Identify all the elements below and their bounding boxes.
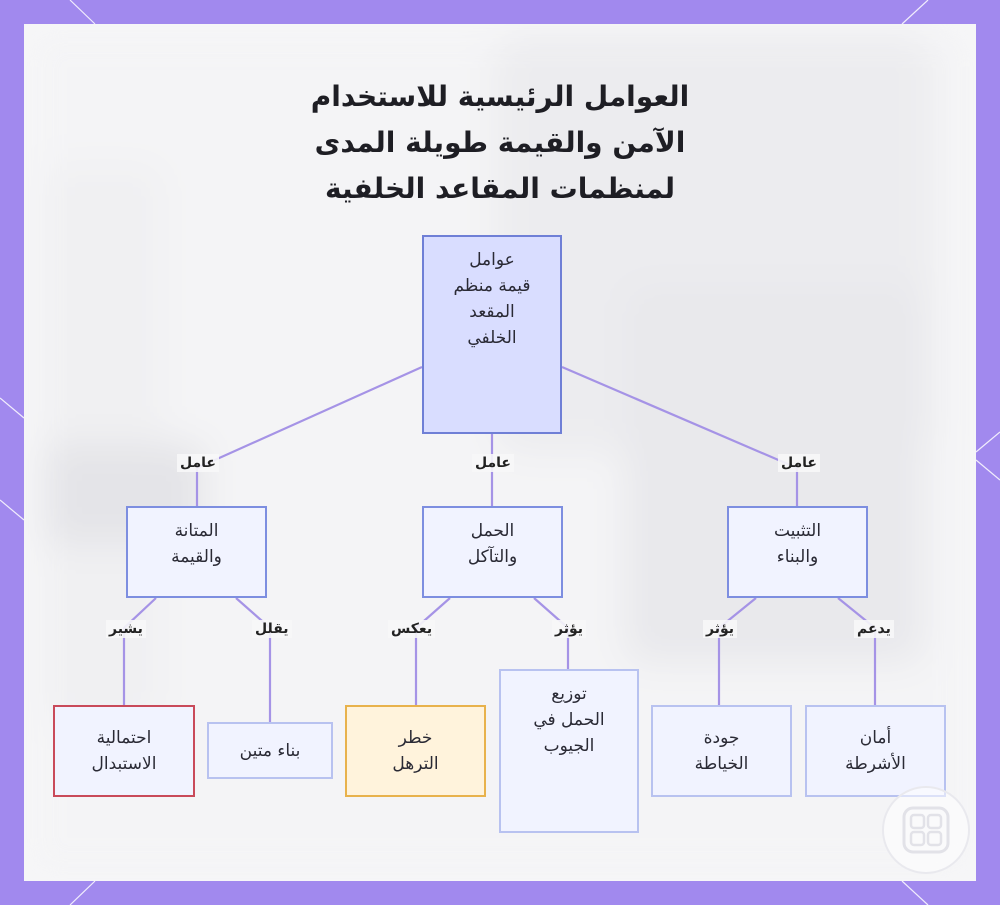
diagram-panel: العوامل الرئيسية للاستخدام الآمن والقيمة… xyxy=(24,24,976,881)
node-replacement-likelihood: احتمالية الاستبدال xyxy=(53,705,195,797)
edge-durability-replacement xyxy=(124,598,156,705)
node-installation-build: التثبيت والبناء xyxy=(727,506,868,598)
node-strap-safety: أمان الأشرطة xyxy=(805,705,946,797)
node-stitching-quality: جودة الخياطة xyxy=(651,705,792,797)
edge-durability-solid xyxy=(236,598,270,722)
edge-label-indicates: يشير xyxy=(106,620,146,638)
edge-installation-stitching xyxy=(719,598,756,705)
node-pocket-load-distribution: توزيع الحمل في الجيوب xyxy=(499,669,639,833)
edge-root-installation xyxy=(562,367,797,506)
edge-label-affects-stitch: يؤثر xyxy=(703,620,737,638)
edge-installation-strap xyxy=(838,598,875,705)
edge-root-durability xyxy=(197,367,422,506)
edge-label-factor-left: عامل xyxy=(177,454,219,472)
node-load-wear: الحمل والتآكل xyxy=(422,506,563,598)
edge-label-supports: يدعم xyxy=(854,620,894,638)
node-solid-build: بناء متين xyxy=(207,722,333,779)
node-sagging-risk: خطر الترهل xyxy=(345,705,486,797)
edge-label-reflects: يعكس xyxy=(388,620,435,638)
edge-label-factor-mid: عامل xyxy=(472,454,514,472)
edge-label-affects-load: يؤثر xyxy=(552,620,586,638)
edge-label-factor-right: عامل xyxy=(778,454,820,472)
node-root: عوامل قيمة منظم المقعد الخلفي xyxy=(422,235,562,434)
grid-logo-icon xyxy=(882,786,970,874)
edge-load-sagging xyxy=(416,598,450,705)
edge-label-reduces: يقلل xyxy=(252,620,292,638)
node-durability-value: المتانة والقيمة xyxy=(126,506,267,598)
